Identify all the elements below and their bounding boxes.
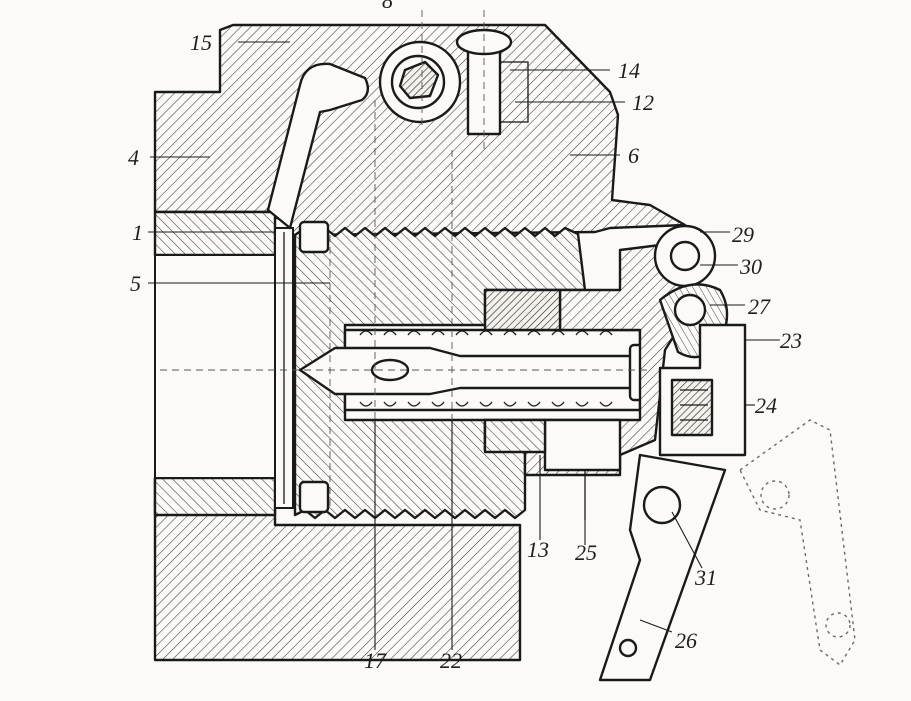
label-30: 30 (739, 254, 762, 279)
lever-15 (266, 62, 370, 230)
key-block-top (298, 220, 330, 254)
label-5: 5 (130, 271, 141, 296)
label-1: 1 (132, 220, 143, 245)
label-14: 14 (618, 58, 640, 83)
sleeve-1 (153, 210, 277, 257)
label-4: 4 (128, 145, 139, 170)
label-6: 6 (628, 143, 639, 168)
lever-26-alt-position (739, 419, 856, 667)
block-25 (543, 418, 622, 472)
spindle-bore (154, 254, 276, 479)
label-8: 8 (382, 0, 393, 13)
roller-30 (669, 240, 701, 272)
label-29: 29 (732, 222, 754, 247)
lever-26 (598, 453, 727, 682)
rod-13 (298, 346, 642, 396)
pin-12-bore (499, 61, 529, 123)
label-22: 22 (440, 648, 462, 673)
label-24: 24 (755, 393, 777, 418)
label-25: 25 (575, 540, 597, 565)
label-31: 31 (694, 565, 717, 590)
block-13 (483, 288, 562, 332)
label-13: 13 (527, 537, 549, 562)
label-23: 23 (780, 328, 802, 353)
key-block-bottom (298, 480, 330, 514)
leader-lines (148, 41, 780, 650)
label-15: 15 (190, 30, 212, 55)
label-26: 26 (675, 628, 697, 653)
pivot-31 (642, 485, 682, 525)
housing-lower-sleeve (153, 476, 277, 517)
label-27: 27 (748, 294, 771, 319)
spring-24 (670, 378, 714, 437)
label-12: 12 (632, 90, 654, 115)
label-17: 17 (364, 648, 387, 673)
